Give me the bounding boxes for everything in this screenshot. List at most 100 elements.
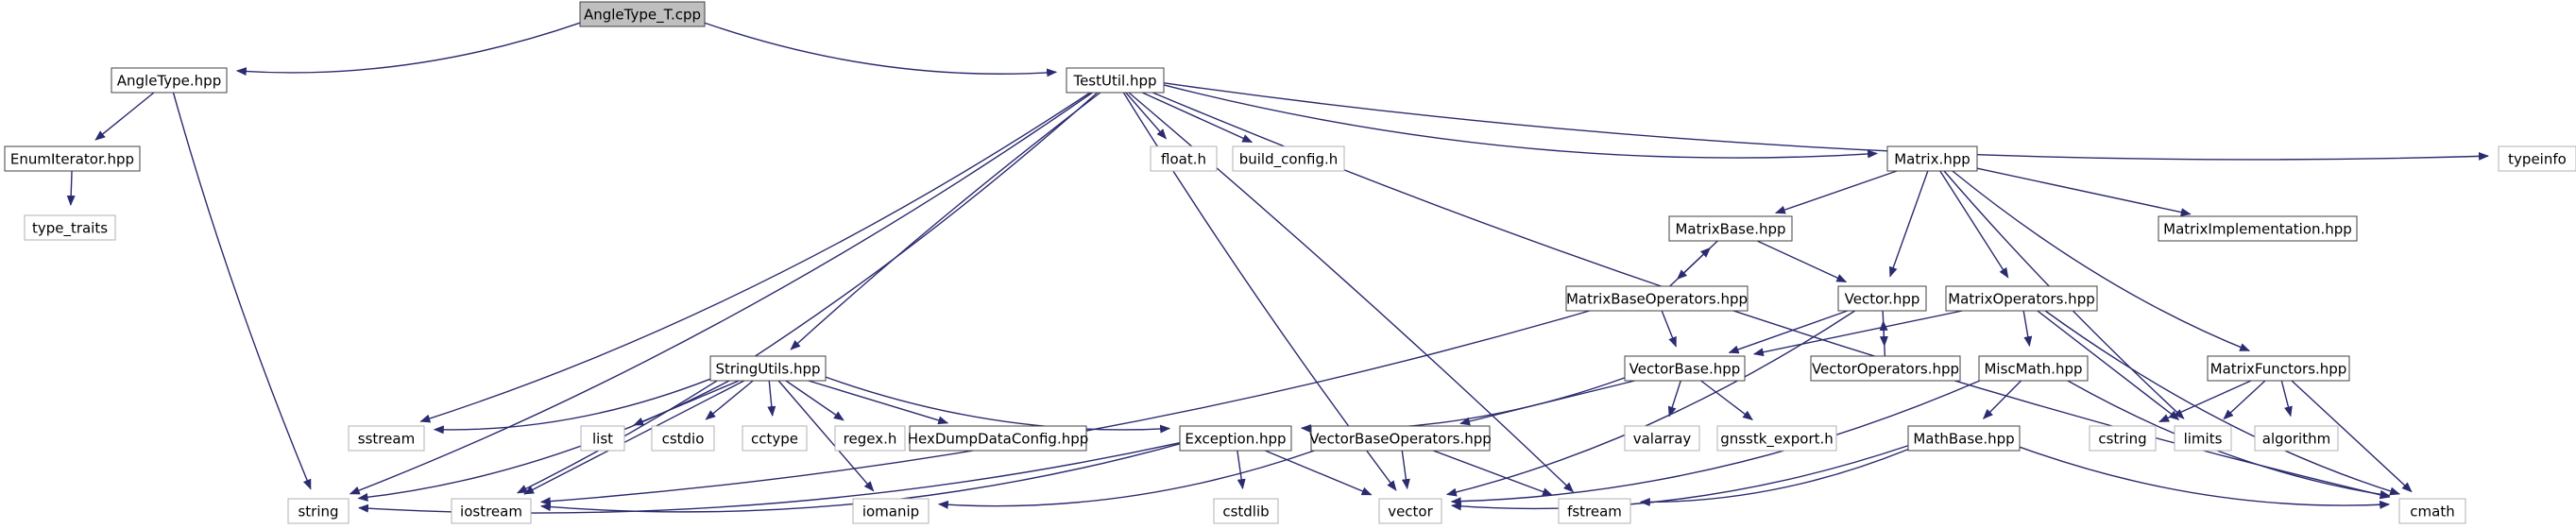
node-box[interactable] [852, 498, 930, 524]
edge-vector_hpp-to-vectorbase_hpp [1728, 310, 1849, 354]
node-box[interactable] [2207, 355, 2350, 382]
node-label: string [298, 503, 338, 520]
node-matrix_hpp[interactable]: Matrix.hpp [1886, 145, 1978, 172]
node-box[interactable] [1179, 425, 1292, 452]
node-box[interactable] [1716, 425, 1837, 452]
node-box[interactable] [579, 1, 706, 27]
node-box[interactable] [451, 498, 532, 524]
node-vectorbaseoperators_hpp[interactable]: VectorBaseOperators.hpp [1309, 425, 1492, 452]
node-box[interactable] [709, 355, 827, 382]
node-box[interactable] [909, 425, 1087, 452]
node-box[interactable] [4, 145, 141, 172]
edge-vectorbase_hpp-to-valarray [1667, 380, 1681, 418]
node-matrixfunctors_hpp[interactable]: MatrixFunctors.hpp [2207, 355, 2350, 382]
edge-mathbase_hpp-to-fstream [1639, 448, 1909, 506]
node-matrixbaseoperators_hpp[interactable]: MatrixBaseOperators.hpp [1565, 285, 1749, 312]
node-box[interactable] [1945, 285, 2098, 312]
node-box[interactable] [580, 425, 625, 452]
node-box[interactable] [1624, 425, 1700, 452]
node-box[interactable] [1213, 498, 1279, 524]
edge-exception_hpp-to-cstdlib [1237, 450, 1246, 490]
edge-stringutils_hpp-to-string [357, 380, 730, 502]
node-string[interactable]: string [287, 498, 350, 524]
node-box[interactable] [2398, 498, 2466, 524]
node-typeinfo[interactable]: typeinfo [2498, 145, 2576, 172]
node-limits[interactable]: limits [2174, 425, 2232, 452]
node-box[interactable] [1565, 285, 1749, 312]
node-vector_hpp[interactable]: Vector.hpp [1837, 285, 1927, 312]
node-box[interactable] [1886, 145, 1978, 172]
node-sstream[interactable]: sstream [348, 425, 425, 452]
node-box[interactable] [111, 67, 228, 94]
edge-miscmath_hpp-to-cmath [2067, 380, 2391, 499]
node-vectoroperators_hpp[interactable]: VectorOperators.hpp [1810, 355, 1961, 382]
node-algorithm[interactable]: algorithm [2254, 425, 2339, 452]
node-miscmath_hpp[interactable]: MiscMath.hpp [1978, 355, 2089, 382]
node-cstdlib[interactable]: cstdlib [1213, 498, 1279, 524]
node-vectorbase_hpp[interactable]: VectorBase.hpp [1624, 355, 1746, 382]
node-box[interactable] [742, 425, 808, 452]
node-angletype_t_cpp[interactable]: AngleType_T.cpp [579, 1, 706, 27]
edge-matrix_hpp-to-matriximplementation_hpp [1976, 167, 2192, 216]
node-cctype[interactable]: cctype [742, 425, 808, 452]
node-label: iostream [460, 503, 522, 520]
node-box[interactable] [834, 425, 906, 452]
node-box[interactable] [1978, 355, 2089, 382]
node-box[interactable] [2498, 145, 2576, 172]
node-label: sstream [358, 431, 415, 448]
node-box[interactable] [1150, 145, 1218, 172]
node-box[interactable] [1066, 67, 1165, 94]
node-matrixoperators_hpp[interactable]: MatrixOperators.hpp [1945, 285, 2098, 312]
node-label: fstream [1567, 503, 1622, 520]
node-iostream[interactable]: iostream [451, 498, 532, 524]
node-label: cmath [2410, 503, 2454, 520]
node-label: Exception.hpp [1185, 431, 1286, 448]
node-label: StringUtils.hpp [715, 361, 820, 378]
edge-matrix_hpp-to-matrixbase_hpp [1774, 170, 1898, 214]
node-label: valarray [1633, 431, 1692, 448]
node-testutil_hpp[interactable]: TestUtil.hpp [1066, 67, 1165, 94]
node-iomanip[interactable]: iomanip [852, 498, 930, 524]
node-box[interactable] [287, 498, 350, 524]
node-fstream[interactable]: fstream [1558, 498, 1631, 524]
node-matriximplementation_hpp[interactable]: MatrixImplementation.hpp [2158, 215, 2358, 242]
node-box[interactable] [1810, 355, 1961, 382]
node-box[interactable] [348, 425, 425, 452]
node-regex_h[interactable]: regex.h [834, 425, 906, 452]
node-box[interactable] [2254, 425, 2339, 452]
node-box[interactable] [651, 425, 715, 452]
node-box[interactable] [1232, 145, 1345, 172]
node-valarray[interactable]: valarray [1624, 425, 1700, 452]
node-mathbase_hpp[interactable]: MathBase.hpp [1907, 425, 2021, 452]
node-angletype_hpp[interactable]: AngleType.hpp [111, 67, 228, 94]
node-box[interactable] [1624, 355, 1746, 382]
node-build_config_h[interactable]: build_config.h [1232, 145, 1345, 172]
node-box[interactable] [1907, 425, 2021, 452]
node-box[interactable] [1310, 425, 1491, 452]
node-box[interactable] [2158, 215, 2358, 242]
node-hexdumpdataconfig_hpp[interactable]: HexDumpDataConfig.hpp [908, 425, 1089, 452]
node-type_traits[interactable]: type_traits [24, 214, 116, 241]
node-box[interactable] [1668, 215, 1793, 242]
node-label: float.h [1161, 151, 1206, 168]
node-stringutils_hpp[interactable]: StringUtils.hpp [709, 355, 827, 382]
node-cmath[interactable]: cmath [2398, 498, 2466, 524]
node-float_h[interactable]: float.h [1150, 145, 1218, 172]
edge-mathbase_hpp-to-cmath [2019, 446, 2391, 509]
node-label: limits [2184, 431, 2223, 448]
node-cstring[interactable]: cstring [2089, 425, 2157, 452]
node-vector[interactable]: vector [1378, 498, 1442, 524]
node-box[interactable] [2174, 425, 2232, 452]
node-gnsstk_export_h[interactable]: gnsstk_export.h [1716, 425, 1837, 452]
node-list[interactable]: list [580, 425, 625, 452]
edge-stringutils_hpp-to-regex_h [785, 380, 844, 421]
node-matrixbase_hpp[interactable]: MatrixBase.hpp [1668, 215, 1793, 242]
node-box[interactable] [1558, 498, 1631, 524]
node-exception_hpp[interactable]: Exception.hpp [1179, 425, 1292, 452]
node-cstdio[interactable]: cstdio [651, 425, 715, 452]
node-box[interactable] [2089, 425, 2157, 452]
node-box[interactable] [1378, 498, 1442, 524]
node-box[interactable] [1837, 285, 1927, 312]
node-enumiterator_hpp[interactable]: EnumIterator.hpp [4, 145, 141, 172]
node-box[interactable] [24, 214, 116, 241]
